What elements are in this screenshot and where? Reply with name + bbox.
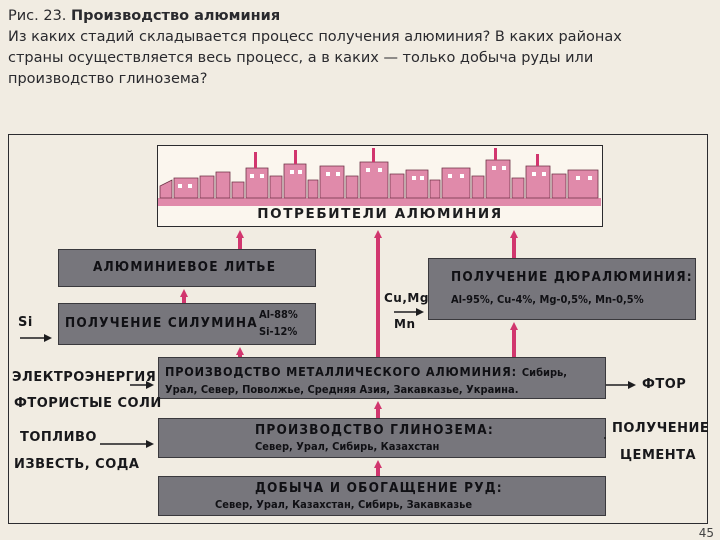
factory-skyline-illustration	[158, 148, 601, 206]
ore-regions: Север, Урал, Казахстан, Сибирь, Закавказ…	[215, 498, 473, 511]
metallic-aluminium-label: ПРОИЗВОДСТВО МЕТАЛЛИЧЕСКОГО АЛЮМИНИЯ:	[165, 364, 517, 379]
caption-question-line-1: Из каких стадий складывается процесс пол…	[8, 29, 622, 45]
silumin-al-share: Al-88%	[259, 308, 298, 321]
figure-title: Производство алюминия	[71, 8, 281, 24]
metallic-aluminium-title-line: ПРОИЗВОДСТВО МЕТАЛЛИЧЕСКОГО АЛЮМИНИЯ: Си…	[165, 361, 605, 380]
alumina-box: ПРОИЗВОДСТВО ГЛИНОЗЕМА: Север, Урал, Сиб…	[158, 418, 606, 458]
ore-label: ДОБЫЧА И ОБОГАЩЕНИЕ РУД:	[255, 480, 503, 496]
figure-caption: Рис. 23. Производство алюминия Из каких …	[8, 6, 708, 90]
aluminium-casting-box: АЛЮМИНИЕВОЕ ЛИТЬЕ	[58, 249, 316, 287]
ground	[158, 198, 601, 206]
consumers-box: ПОТРЕБИТЕЛИ АЛЮМИНИЯ	[157, 145, 603, 227]
metallic-aluminium-regions-a: Сибирь,	[521, 366, 568, 379]
metallic-aluminium-box: ПРОИЗВОДСТВО МЕТАЛЛИЧЕСКОГО АЛЮМИНИЯ: Си…	[158, 357, 606, 399]
duralumin-label: ПОЛУЧЕНИЕ ДЮРАЛЮМИНИЯ:	[451, 269, 693, 285]
input-si: Si	[18, 315, 33, 330]
consumers-label: ПОТРЕБИТЕЛИ АЛЮМИНИЯ	[257, 206, 503, 222]
alumina-regions: Север, Урал, Сибирь, Казахстан	[255, 440, 440, 453]
input-mn: Mn	[394, 317, 416, 331]
chimneys	[254, 148, 539, 168]
input-lime-soda: ИЗВЕСТЬ, СОДА	[14, 457, 140, 472]
ore-box: ДОБЫЧА И ОБОГАЩЕНИЕ РУД: Север, Урал, Ка…	[158, 476, 606, 516]
windows	[178, 166, 592, 188]
diagram-frame	[8, 134, 708, 524]
caption-title-line: Рис. 23. Производство алюминия	[8, 6, 708, 27]
silumin-si-share: Si-12%	[259, 325, 298, 338]
page-number: 45	[698, 526, 714, 540]
factory-shapes	[159, 159, 599, 199]
alumina-label: ПРОИЗВОДСТВО ГЛИНОЗЕМА:	[255, 422, 494, 438]
input-electricity: ЭЛЕКТРОЭНЕРГИЯ	[12, 370, 157, 385]
output-fluorine: ФТОР	[642, 377, 687, 392]
input-fuel: ТОПЛИВО	[20, 430, 97, 445]
input-cu-mg: Cu,Mg	[384, 291, 429, 305]
output-cement-line-1: ПОЛУЧЕНИЕ	[612, 421, 710, 436]
caption-question-line-2: страны осуществляется весь процесс, а в …	[8, 50, 594, 66]
output-cement-line-2: ЦЕМЕНТА	[620, 448, 697, 463]
caption-question-line-3: производство глинозема?	[8, 71, 208, 87]
aluminium-casting-label: АЛЮМИНИЕВОЕ ЛИТЬЕ	[93, 259, 277, 275]
figure-number: Рис. 23.	[8, 8, 67, 24]
silumin-box: ПОЛУЧЕНИЕ СИЛУМИНА Al-88% Si-12%	[58, 303, 316, 345]
silumin-label: ПОЛУЧЕНИЕ СИЛУМИНА	[65, 315, 258, 331]
duralumin-box: ПОЛУЧЕНИЕ ДЮРАЛЮМИНИЯ: Al-95%, Cu-4%, Mg…	[428, 258, 696, 320]
metallic-aluminium-regions-b: Урал, Север, Поволжье, Средняя Азия, Зак…	[165, 383, 519, 396]
input-fluoride-salts: ФТОРИСТЫЕ СОЛИ	[14, 396, 162, 411]
duralumin-composition: Al-95%, Cu-4%, Mg-0,5%, Mn-0,5%	[451, 293, 644, 306]
